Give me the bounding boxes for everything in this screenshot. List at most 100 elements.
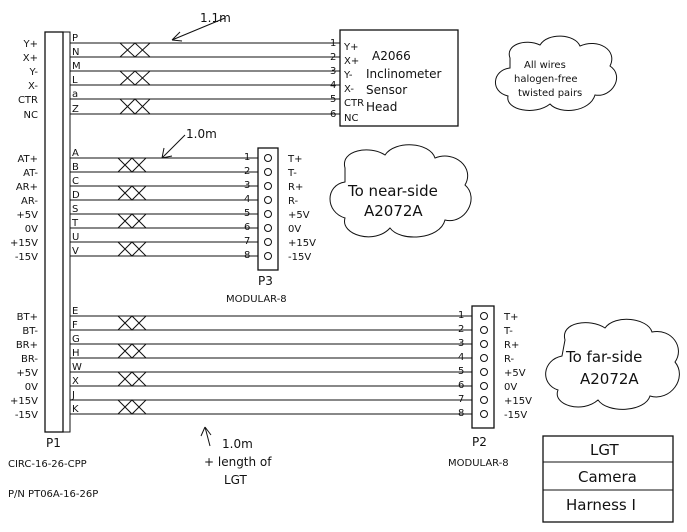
p1-pin-label: K xyxy=(72,404,79,415)
p1-pin-label: U xyxy=(72,232,79,243)
near-side-note-line: A2072A xyxy=(364,202,423,220)
wire-note-cloud xyxy=(495,35,617,111)
p3-connector-body xyxy=(257,147,279,271)
p2-signal-label: R- xyxy=(504,354,515,365)
p1-pin-label: Z xyxy=(72,104,79,115)
p1-signal-label: AR- xyxy=(21,196,38,207)
p2-pin-number: 4 xyxy=(458,352,464,363)
head-pin-number: 3 xyxy=(330,66,336,77)
p1-connector-flange xyxy=(62,31,71,433)
head-title-line: A2066 xyxy=(372,49,411,63)
p1-signal-label: BR- xyxy=(21,354,38,365)
p1-signal-label: +5V xyxy=(16,210,38,221)
head-title-line: Head xyxy=(366,100,397,114)
title-block-frame xyxy=(542,435,674,523)
p1-pin-label: N xyxy=(72,47,79,58)
p1-signal-label: X- xyxy=(28,81,38,92)
p3-pin-number: 4 xyxy=(244,194,250,205)
p1-signal-label: AR+ xyxy=(16,182,38,193)
p3-signal-label: R- xyxy=(288,196,299,207)
p2-label: P2 xyxy=(472,435,487,449)
head-pin-number: 4 xyxy=(330,80,336,91)
p3-pin-number: 6 xyxy=(244,222,250,233)
p1-signal-label: BR+ xyxy=(16,340,38,351)
length-arrow-1 xyxy=(171,17,226,42)
p2-length-line: LGT xyxy=(224,473,248,487)
p1-pin-label: T xyxy=(71,218,79,229)
p1-signal-label: CTR xyxy=(18,95,38,106)
p1-signal-label: Y- xyxy=(28,67,38,78)
p2-connector-body xyxy=(471,305,495,429)
p2-pin-number: 6 xyxy=(458,380,464,391)
sensor-head-box xyxy=(339,29,459,127)
p1-signal-label: -15V xyxy=(15,252,38,263)
p3-label: P3 xyxy=(258,274,273,288)
p1-signal-label: 0V xyxy=(25,382,38,393)
far-side-note-line: A2072A xyxy=(580,370,639,388)
p3-signal-label: T+ xyxy=(287,154,303,165)
p3-cable-length: 1.0m xyxy=(186,127,217,141)
p1-pin-label: E xyxy=(72,306,78,317)
far-side-cloud xyxy=(545,318,680,410)
p1-pin-label: L xyxy=(72,75,78,86)
p1-signal-label: X+ xyxy=(23,53,38,64)
p1-pin-label: M xyxy=(72,61,81,72)
wire-note-line: All wires xyxy=(524,60,566,71)
p1-pin-label: P xyxy=(72,33,78,44)
title-block-line1: LGT xyxy=(590,441,619,459)
p2-length-line: 1.0m xyxy=(222,437,253,451)
p3-pin-circles xyxy=(264,154,272,260)
group3-wires xyxy=(70,315,472,415)
head-cable-length: 1.1m xyxy=(200,11,231,25)
p1-pin-label: F xyxy=(72,320,78,331)
head-title-line: Inclinometer xyxy=(366,67,442,81)
p1-pin-label: G xyxy=(72,334,80,345)
p1-pn: P/N PT06A-16-26P xyxy=(8,489,98,500)
p3-type: MODULAR-8 xyxy=(226,294,287,305)
p2-signal-label: +15V xyxy=(504,396,532,407)
p1-pin-label: W xyxy=(72,362,82,373)
p1-part-number: CIRC-16-26-CPP xyxy=(8,459,87,470)
p1-signal-label: NC xyxy=(24,110,38,121)
p3-pin-number: 5 xyxy=(244,208,250,219)
p3-signal-label: -15V xyxy=(288,252,311,263)
p2-pin-number: 2 xyxy=(458,324,464,335)
title-block-line2: Camera xyxy=(578,468,637,486)
group1-wires xyxy=(70,42,340,115)
p1-signal-label: +5V xyxy=(16,368,38,379)
p2-pin-circles xyxy=(480,312,488,418)
p2-pin-number: 5 xyxy=(458,366,464,377)
wire-note-line: halogen-free xyxy=(514,74,578,85)
head-signal-label: Y- xyxy=(343,70,353,81)
p1-pin-label: X xyxy=(72,376,79,387)
p1-pin-label: J xyxy=(71,390,75,401)
p2-pin-number: 3 xyxy=(458,338,464,349)
p1-signal-label: BT- xyxy=(22,326,38,337)
p3-signal-label: 0V xyxy=(288,224,301,235)
p2-signal-label: +5V xyxy=(504,368,526,379)
title-block-line3: Harness I xyxy=(566,496,636,514)
p2-length-line: + length of xyxy=(204,455,272,469)
p1-signal-label: BT+ xyxy=(17,312,38,323)
p1-signal-label: +15V xyxy=(10,396,38,407)
p2-signal-label: T- xyxy=(503,326,513,337)
head-pin-number: 6 xyxy=(330,109,336,120)
p1-pin-label: D xyxy=(72,190,80,201)
head-pin-number: 2 xyxy=(330,52,336,63)
p3-pin-number: 8 xyxy=(244,250,250,261)
p3-pin-number: 1 xyxy=(244,152,250,163)
head-pin-number: 1 xyxy=(330,38,336,49)
p1-pin-label: C xyxy=(72,176,79,187)
head-signal-label: X+ xyxy=(344,56,359,67)
p1-signal-label: 0V xyxy=(25,224,38,235)
p1-pin-label: H xyxy=(72,348,80,359)
p1-signal-label: -15V xyxy=(15,410,38,421)
p1-pin-label: S xyxy=(72,204,78,215)
head-signal-label: Y+ xyxy=(343,42,359,53)
p1-pin-label: B xyxy=(72,162,79,173)
p2-signal-label: 0V xyxy=(504,382,517,393)
p1-pin-label: V xyxy=(72,246,79,257)
far-side-note-line: To far-side xyxy=(565,348,642,366)
